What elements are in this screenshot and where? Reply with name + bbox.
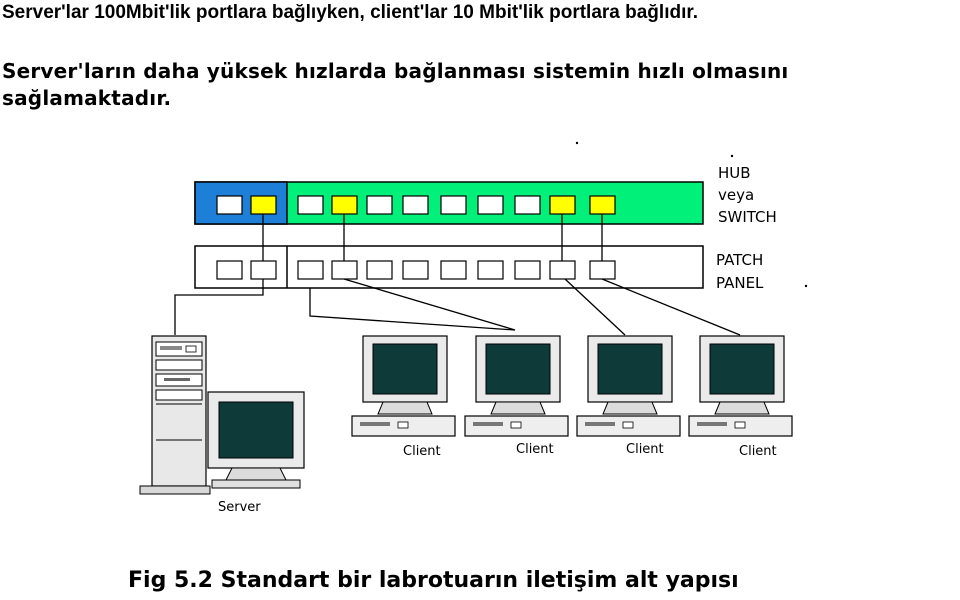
server-label: Server	[218, 500, 261, 515]
patch-cables	[262, 214, 603, 261]
patch-port	[366, 260, 393, 280]
patch-panel	[194, 245, 704, 289]
client-computer	[576, 335, 681, 437]
hub-port-active	[589, 195, 616, 215]
client-computer	[688, 335, 793, 437]
client-label: Client	[516, 442, 554, 457]
stray-dot	[575, 141, 579, 145]
hub-port	[216, 195, 243, 215]
hub-port-active	[331, 195, 358, 215]
hub-port-active	[250, 195, 277, 215]
stray-dot	[730, 154, 734, 158]
figure-caption: Fig 5.2 Standart bir labrotuarın iletişi…	[128, 568, 739, 593]
client-computer	[464, 335, 569, 437]
patch-port	[514, 260, 541, 280]
patch-port	[216, 260, 243, 280]
hub-label-2: veya	[718, 186, 754, 204]
client-computer	[351, 335, 456, 437]
hub-switch	[194, 181, 704, 225]
patch-port	[250, 260, 277, 280]
hub-label-1: HUB	[718, 164, 751, 182]
hub-port-active	[549, 195, 576, 215]
patch-port	[331, 260, 358, 280]
intro-line-2: Server'ların daha yüksek hızlarda bağlan…	[2, 59, 789, 110]
patch-label-2: PANEL	[716, 274, 764, 292]
hub-label-3: SWITCH	[718, 208, 777, 226]
network-cables	[174, 278, 741, 336]
patch-port	[589, 260, 616, 280]
server-tower	[139, 335, 211, 495]
patch-port	[477, 260, 504, 280]
hub-port	[297, 195, 324, 215]
hub-port	[514, 195, 541, 215]
client-label: Client	[739, 444, 777, 459]
patch-port	[402, 260, 429, 280]
hub-port	[477, 195, 504, 215]
hub-port	[366, 195, 393, 215]
patch-port	[440, 260, 467, 280]
patch-label-1: PATCH	[716, 251, 763, 269]
client-label: Client	[403, 444, 441, 459]
hub-port	[440, 195, 467, 215]
intro-line-1: Server'lar 100Mbit'lik portlara bağlıyke…	[2, 2, 698, 23]
client-label: Client	[626, 442, 664, 457]
stray-dot	[804, 284, 808, 288]
patch-port	[297, 260, 324, 280]
server-monitor	[207, 391, 305, 489]
hub-port	[402, 195, 429, 215]
patch-port	[549, 260, 576, 280]
